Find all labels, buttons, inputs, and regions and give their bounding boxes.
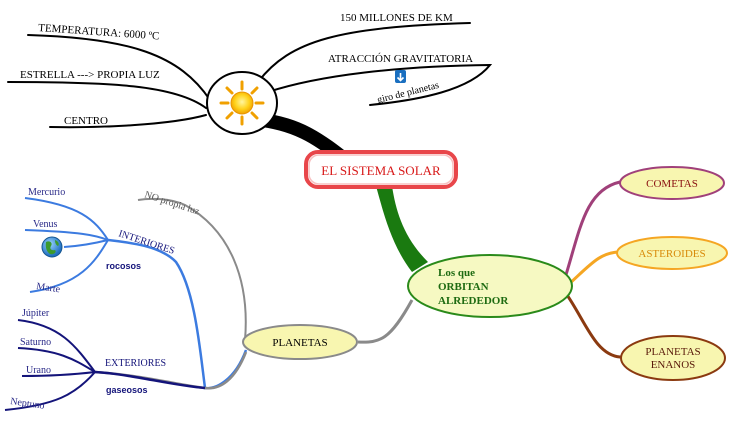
planet-saturno: Saturno [20, 337, 51, 348]
branch-asteroides [566, 250, 622, 287]
label-atraccion: ATRACCIÓN GRAVITATORIA [328, 53, 473, 65]
planetas-node[interactable]: PLANETAS [242, 324, 358, 360]
earth-icon [41, 236, 63, 258]
branch-atraccion [267, 63, 493, 106]
enanos-line1: PLANETAS [645, 346, 700, 358]
connector-central-orbitan [376, 186, 428, 272]
branch-cometas [563, 180, 622, 280]
exterior-branches [4, 319, 96, 411]
planet-mercurio: Mercurio [28, 187, 65, 198]
branch-centro [49, 114, 207, 129]
bodies-branches [563, 180, 622, 359]
label-estrella: ESTRELLA ---> PROPIA LUZ [20, 69, 160, 81]
orbitan-line2: ORBITAN [438, 281, 489, 293]
label-rocosos: rocosos [106, 261, 141, 271]
planet-urano: Urano [26, 365, 51, 376]
enanos-node[interactable]: PLANETAS ENANOS [620, 335, 726, 381]
label-distancia: 150 MILLONES DE KM [340, 12, 453, 24]
branch-no-luz [137, 197, 247, 341]
asteroides-label: ASTEROIDES [638, 248, 705, 260]
branch-enanos [563, 290, 622, 359]
branch-planetas-interiores [107, 238, 248, 390]
branch-venus [24, 229, 109, 241]
branch-estrella [7, 81, 207, 109]
planet-jupiter: Júpiter [22, 308, 50, 319]
asteroides-node[interactable]: ASTEROIDES [616, 236, 728, 270]
branch-urano [21, 371, 96, 377]
label-centro: CENTRO [64, 115, 108, 127]
enanos-line2: ENANOS [651, 359, 696, 371]
branch-jupiter [17, 319, 96, 373]
sun-icon [219, 80, 265, 126]
interior-branches [24, 197, 109, 293]
planetas-title: PLANETAS [272, 337, 327, 349]
cometas-label: COMETAS [646, 178, 698, 190]
branch-neptuno [4, 371, 96, 411]
planet-marte: Marte [36, 281, 62, 295]
orbitan-node[interactable]: Los que ORBITAN ALREDEDOR [407, 254, 573, 318]
branch-saturno [17, 347, 96, 373]
label-giro: giro de planetas [376, 80, 440, 106]
branch-temperatura [27, 34, 211, 101]
planet-venus: Venus [33, 219, 58, 230]
branch-earth [63, 239, 109, 248]
planet-neptuno: Neptuno [10, 396, 46, 412]
label-gaseosos: gaseosos [106, 385, 148, 395]
label-no-luz: NO propia luz [143, 189, 201, 217]
label-exteriores: EXTERIORES [105, 358, 166, 369]
central-title: EL SISTEMA SOLAR [321, 163, 441, 178]
branch-marte [29, 239, 109, 293]
connector-orbitan-planetas [357, 299, 414, 344]
cometas-node[interactable]: COMETAS [619, 166, 725, 200]
label-temperatura: TEMPERATURA: 6000 ºC [38, 22, 160, 42]
sun-node[interactable] [206, 71, 278, 135]
orbitan-line1: Los que [438, 267, 475, 279]
central-node[interactable]: EL SISTEMA SOLAR [304, 150, 458, 189]
branch-exteriores-main [94, 370, 206, 390]
branch-mercurio [24, 197, 109, 241]
orbitan-line3: ALREDEDOR [438, 295, 509, 307]
arrow-down-icon [395, 70, 406, 83]
branch-distancia [257, 22, 471, 83]
